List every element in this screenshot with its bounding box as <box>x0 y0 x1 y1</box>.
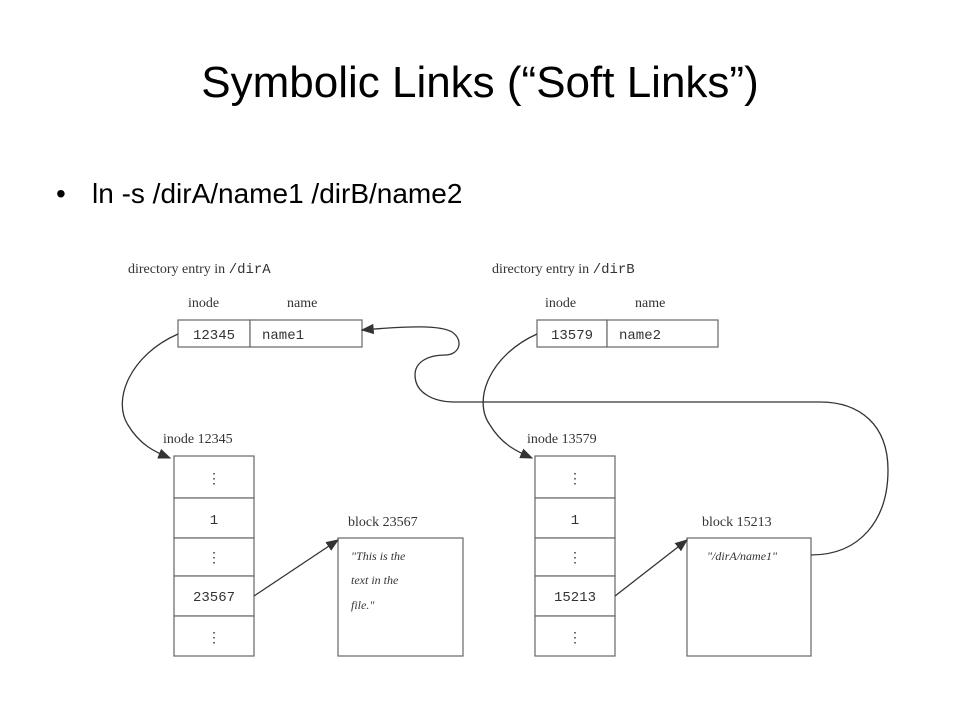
inodeB-row-2: ⋮ <box>568 551 582 567</box>
inodeB-row <box>534 615 616 657</box>
inodeB-row-4: ⋮ <box>568 631 582 647</box>
dirB-to-inodeB-arrow <box>482 333 538 459</box>
inodeB-row-1: 1 <box>571 513 579 529</box>
inodeB-row <box>534 575 616 617</box>
inodeA-to-blockA-arrow <box>253 539 340 597</box>
dirB-caption: directory entry in /dirB <box>492 262 635 278</box>
blockA-line-0: "This is the <box>351 549 406 563</box>
dirA-caption: directory entry in /dirA <box>128 262 271 278</box>
blockB-line-0: "/dirA/name1" <box>707 549 778 563</box>
dirB-name-header: name <box>635 296 665 311</box>
symlink-resolution-arrow <box>360 323 889 556</box>
blockA-line-2: file." <box>351 598 375 612</box>
inodeA-label: inode 12345 <box>163 432 233 447</box>
inodeB-label: inode 13579 <box>527 432 597 447</box>
inodeA-table <box>173 455 255 657</box>
inodeA-row-2: ⋮ <box>207 551 221 567</box>
inodeB-row-3: 15213 <box>554 590 596 606</box>
dirA-name-value: name1 <box>262 328 304 344</box>
inodeA-row-0: ⋮ <box>207 472 221 488</box>
dirA-name-cell <box>249 319 363 348</box>
dirB-name-cell <box>606 319 719 348</box>
inodeA-row-4: ⋮ <box>207 631 221 647</box>
blockB-box <box>686 537 812 657</box>
bullet-item: • ln -s /dirA/name1 /dirB/name2 <box>56 178 462 210</box>
inodeB-row <box>534 497 616 539</box>
dirB-inode-value: 13579 <box>551 328 593 344</box>
inodeB-row <box>534 455 616 499</box>
inodeA-row <box>173 497 255 539</box>
dirB-inode-header: inode <box>545 296 576 311</box>
dirA-to-inodeA-arrow <box>121 333 179 459</box>
dirA-inode-value: 12345 <box>193 328 235 344</box>
inodeB-table <box>534 455 616 657</box>
blockB-label: block 15213 <box>702 515 772 530</box>
inodeB-row <box>534 537 616 577</box>
bullet-text: ln -s /dirA/name1 /dirB/name2 <box>92 178 463 209</box>
blockA-line-1: text in the <box>351 573 399 587</box>
blockA-label: block 23567 <box>348 515 418 530</box>
inodeA-row <box>173 615 255 657</box>
inodeA-row-3: 23567 <box>193 590 235 606</box>
dirB-inode-cell <box>536 319 608 348</box>
dirA-name-header: name <box>287 296 317 311</box>
blockA-box <box>337 537 464 657</box>
dirA-inode-header: inode <box>188 296 219 311</box>
inodeB-row-0: ⋮ <box>568 472 582 488</box>
slide-title: Symbolic Links (“Soft Links”) <box>201 58 759 107</box>
bullet-icon: • <box>56 178 66 209</box>
inodeA-row <box>173 455 255 499</box>
inodeB-to-blockB-arrow <box>614 539 689 597</box>
dirB-name-value: name2 <box>619 328 661 344</box>
inodeA-row-1: 1 <box>210 513 218 529</box>
